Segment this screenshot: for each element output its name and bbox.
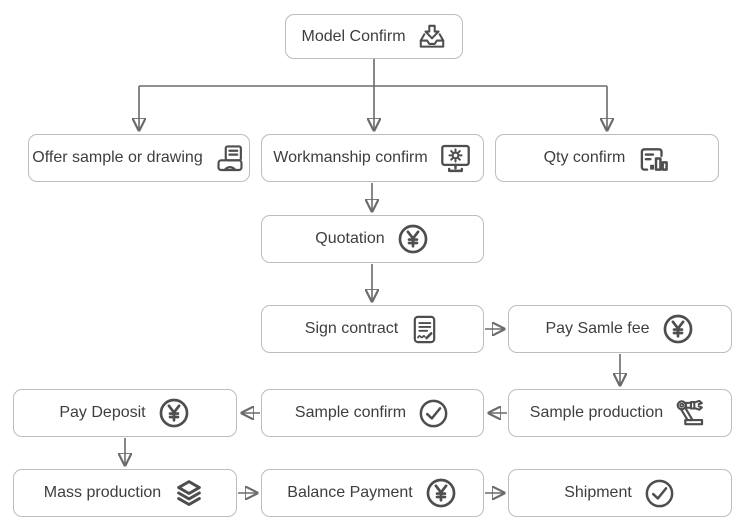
node-quotation: Quotation xyxy=(261,215,484,263)
robot-arm-icon xyxy=(676,399,704,426)
yen-circle-icon xyxy=(396,222,430,256)
node-balance-payment: Balance Payment xyxy=(261,469,484,517)
node-sample-production: Sample production xyxy=(508,389,732,437)
node-label: Pay Samle fee xyxy=(545,320,650,337)
node-workmanship-confirm: Workmanship confirm xyxy=(261,134,484,182)
node-label: Quotation xyxy=(315,230,385,247)
inbox-download-icon xyxy=(419,24,444,48)
yen-circle-icon xyxy=(424,476,458,510)
node-mass-production: Mass production xyxy=(13,469,237,517)
printer-document-icon xyxy=(217,144,243,171)
node-qty-confirm: Qty confirm xyxy=(495,134,719,182)
node-sample-confirm: Sample confirm xyxy=(261,389,484,437)
node-label: Qty confirm xyxy=(543,149,626,166)
check-circle-icon xyxy=(417,397,450,430)
node-pay-sample-fee: Pay Samle fee xyxy=(508,305,732,353)
node-label: Model Confirm xyxy=(301,27,406,45)
node-pay-deposit: Pay Deposit xyxy=(13,389,237,437)
node-label: Balance Payment xyxy=(287,484,413,501)
node-label: Shipment xyxy=(564,484,632,501)
check-circle-icon xyxy=(643,477,676,510)
document-bars-icon xyxy=(641,147,669,171)
node-label: Sign contract xyxy=(304,320,399,337)
node-label: Workmanship confirm xyxy=(273,149,428,166)
node-label: Offer sample or drawing xyxy=(32,149,203,166)
node-label: Mass production xyxy=(43,484,162,501)
node-label: Sample confirm xyxy=(294,404,407,421)
node-offer-sample: Offer sample or drawing xyxy=(28,134,250,182)
yen-circle-icon xyxy=(157,396,191,430)
node-label: Pay Deposit xyxy=(59,404,146,421)
node-shipment: Shipment xyxy=(508,469,732,517)
node-model-confirm: Model Confirm xyxy=(285,14,463,59)
node-sign-contract: Sign contract xyxy=(261,305,484,353)
yen-circle-icon xyxy=(661,312,695,346)
monitor-gear-icon xyxy=(440,144,470,172)
contract-signature-icon xyxy=(413,315,436,343)
layers-icon xyxy=(177,479,202,506)
node-label: Sample production xyxy=(529,404,664,421)
